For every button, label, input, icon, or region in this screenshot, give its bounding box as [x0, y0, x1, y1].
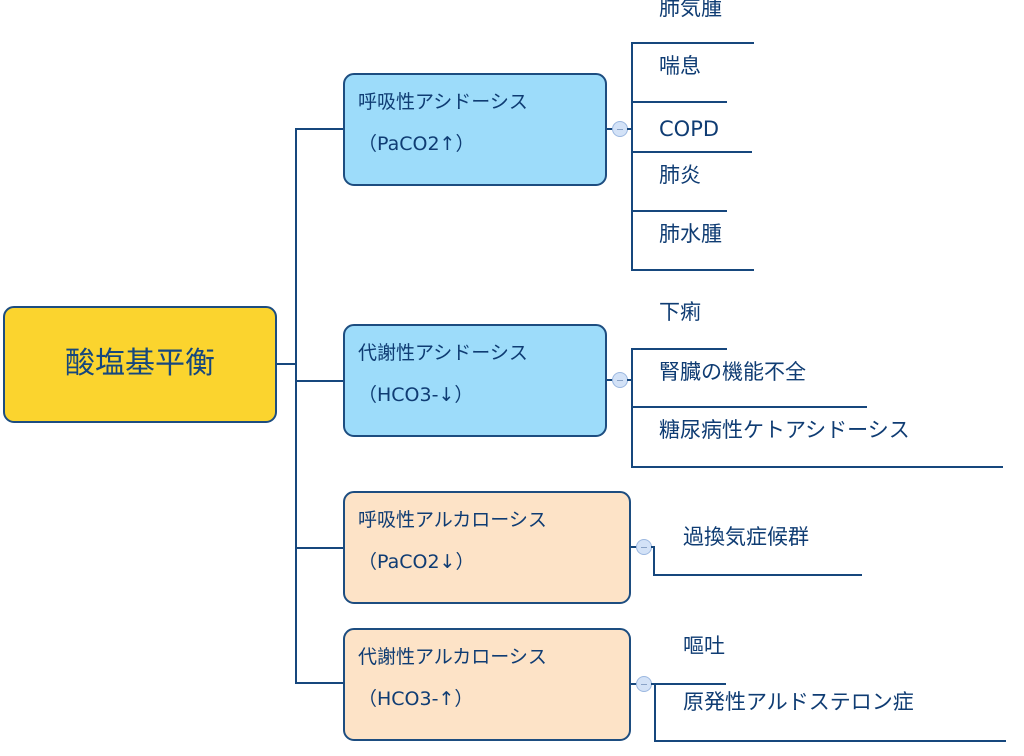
category-subtitle: （PaCO2↓） — [358, 551, 475, 573]
leaf-underline — [654, 683, 726, 685]
leaf-underline — [631, 101, 727, 103]
leaf-topic[interactable]: COPD — [659, 117, 720, 141]
category-subtitle: （PaCO2↑） — [358, 133, 475, 155]
connector — [295, 380, 343, 382]
connector — [631, 683, 637, 685]
leaf-topic[interactable]: 原発性アルドステロン症 — [683, 690, 914, 714]
connector — [627, 128, 632, 130]
category-node-metabolic-acidosis[interactable]: 代謝性アシドーシス （HCO3-↓） — [343, 324, 607, 437]
leaf-underline — [631, 406, 867, 408]
category-title: 呼吸性アルカローシス — [358, 509, 547, 531]
leaf-topic[interactable]: 肺水腫 — [659, 222, 722, 246]
leaf-topic[interactable]: 喘息 — [659, 54, 701, 78]
connector — [654, 683, 656, 741]
category-subtitle: （HCO3-↑） — [358, 688, 474, 710]
collapse-toggle-icon[interactable] — [612, 372, 628, 388]
connector — [295, 128, 343, 130]
collapse-toggle-icon[interactable] — [636, 539, 652, 555]
leaf-underline — [631, 42, 754, 44]
connector — [607, 128, 613, 130]
category-node-respiratory-acidosis[interactable]: 呼吸性アシドーシス （PaCO2↑） — [343, 73, 607, 186]
leaf-topic[interactable]: 嘔吐 — [683, 634, 725, 658]
category-title: 代謝性アルカローシス — [358, 646, 547, 668]
leaf-underline — [631, 151, 752, 153]
leaf-underline — [631, 466, 1003, 468]
leaf-topic[interactable]: 糖尿病性ケトアシドーシス — [659, 418, 910, 442]
leaf-topic[interactable]: 過換気症候群 — [683, 525, 809, 549]
connector — [295, 128, 297, 684]
leaf-underline — [631, 348, 727, 350]
collapse-toggle-icon[interactable] — [636, 676, 652, 692]
leaf-topic[interactable]: 下痢 — [659, 300, 701, 324]
connector — [651, 683, 656, 685]
connector — [295, 547, 343, 549]
category-node-metabolic-alkalosis[interactable]: 代謝性アルカローシス （HCO3-↑） — [343, 628, 631, 741]
collapse-toggle-icon[interactable] — [612, 121, 628, 137]
connector — [607, 379, 613, 381]
category-subtitle: （HCO3-↓） — [358, 384, 474, 406]
connector — [631, 42, 633, 271]
leaf-topic[interactable]: 肺炎 — [659, 163, 701, 187]
connector — [651, 546, 655, 548]
leaf-underline — [654, 740, 1006, 742]
connector — [277, 363, 297, 365]
root-node[interactable]: 酸塩基平衡 — [3, 306, 277, 423]
root-label: 酸塩基平衡 — [65, 346, 215, 381]
connector — [631, 546, 637, 548]
connector — [295, 682, 343, 684]
leaf-underline — [631, 269, 754, 271]
category-node-respiratory-alkalosis[interactable]: 呼吸性アルカローシス （PaCO2↓） — [343, 491, 631, 604]
connector — [653, 546, 655, 576]
leaf-topic[interactable]: 肺気腫 — [659, 0, 722, 20]
leaf-underline — [631, 210, 727, 212]
leaf-underline — [653, 574, 862, 576]
leaf-topic[interactable]: 腎臓の機能不全 — [659, 360, 806, 384]
connector — [627, 379, 632, 381]
category-title: 呼吸性アシドーシス — [358, 91, 528, 113]
category-title: 代謝性アシドーシス — [358, 342, 528, 364]
